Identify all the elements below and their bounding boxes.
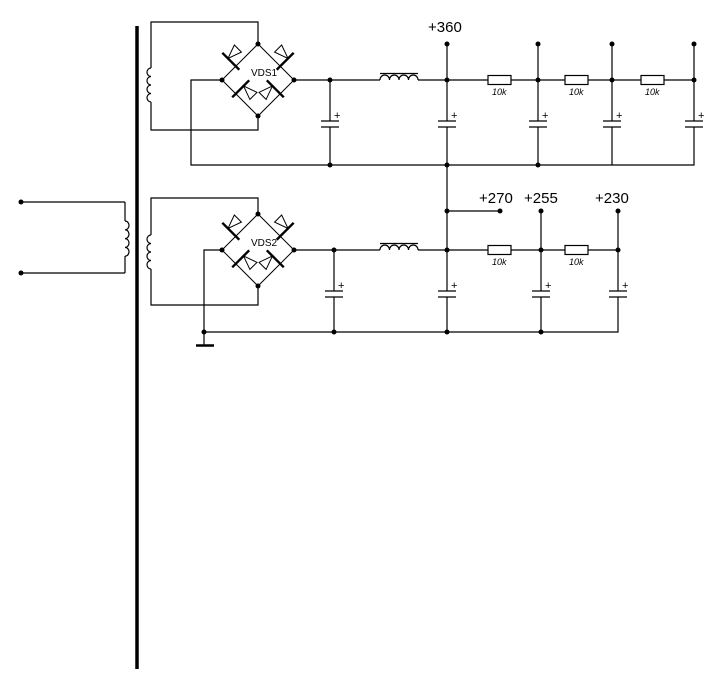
junction-node [255,41,261,47]
diode-icon [273,214,295,241]
primary-winding [18,199,130,276]
polarized-capacitor-icon: + [685,110,704,128]
capacitor-polarity-mark: + [451,110,457,122]
junction-node [327,162,333,168]
polarized-capacitor-icon: + [438,280,457,298]
capacitor-polarity-mark: + [545,280,551,292]
resistor-label: 10k [569,87,584,97]
junction-node [538,208,544,214]
voltage-label-255: +255 [524,190,558,207]
bridge-label-vds1: VDS1 [251,68,278,79]
capacitor-polarity-mark: + [542,110,548,122]
junction-node [201,329,207,335]
polarized-capacitor-icon: + [532,280,551,298]
resistor-icon [640,74,665,86]
capacitor-polarity-mark: + [451,280,457,292]
junction-node [444,208,450,214]
junction-node [444,329,450,335]
junction-node [609,77,615,83]
polarized-capacitor-icon: + [529,110,548,128]
bridge-label-vds2: VDS2 [251,238,278,249]
primary-coil-icon [124,220,130,257]
junction-node [327,77,333,83]
voltage-label-360: +360 [428,19,462,36]
junction-node [535,77,541,83]
diode-bridge-vds2 [219,211,297,289]
secondary-winding-1 [146,21,259,131]
resistor-icon [564,74,589,86]
secondary-winding-2 [146,197,259,306]
junction-node [691,77,697,83]
capacitor-polarity-mark: + [698,110,704,122]
diode-icon [258,249,285,271]
junction-node [615,247,621,253]
secondary-coil-icon [146,67,152,103]
voltage-label-270: +270 [479,190,513,207]
junction-node [609,41,615,47]
polarized-capacitor-icon: + [603,110,622,128]
resistor-label: 10k [645,87,660,97]
capacitor-polarity-mark: + [334,110,340,122]
junction-node [444,77,450,83]
diode-icon [221,214,243,241]
resistor-icon [564,244,589,256]
voltage-label-230: +230 [595,190,629,207]
resistor-label: 10k [492,257,507,267]
resistor-label: 10k [569,257,584,267]
upper-circuit-wires [190,44,695,250]
resistor-icon [487,244,512,256]
resistor-icon [487,74,512,86]
junction-node [497,208,503,214]
polarized-capacitor-icon: + [438,110,457,128]
diode-icon [231,79,258,101]
capacitor-polarity-mark: + [622,280,628,292]
primary-terminal[interactable] [18,199,24,205]
junction-node [691,41,697,47]
junction-node [331,247,337,253]
resistor-label: 10k [492,87,507,97]
inductor-icon [379,72,419,81]
capacitor-polarity-mark: + [338,280,344,292]
junction-node [444,41,450,47]
junction-node [331,329,337,335]
junction-node [535,162,541,168]
polarized-capacitor-icon: + [325,280,344,298]
polarized-capacitor-icon: + [609,280,628,298]
primary-terminal[interactable] [18,270,24,276]
junction-node [538,329,544,335]
junction-node [538,247,544,253]
diode-icon [221,44,243,71]
junction-node [615,208,621,214]
junction-node [255,113,261,119]
inductor-icon [379,242,419,251]
secondary-coil-icon [146,234,152,270]
diode-icon [231,249,258,271]
junction-node [535,41,541,47]
diode-bridge-vds1 [219,41,297,119]
junction-node [444,247,450,253]
capacitor-polarity-mark: + [616,110,622,122]
junction-node [255,211,261,217]
diode-icon [273,44,295,71]
diode-icon [258,79,285,101]
junction-node [444,162,450,168]
polarized-capacitor-icon: + [321,110,340,128]
junction-node [255,283,261,289]
